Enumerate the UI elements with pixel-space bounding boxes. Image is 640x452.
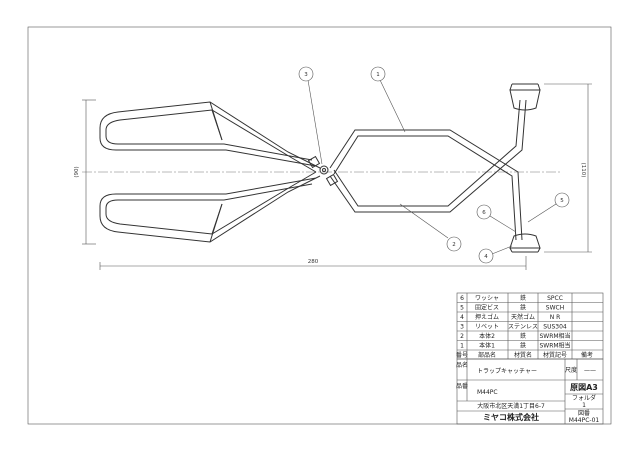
svg-text:鉄: 鉄 [520, 304, 526, 312]
folder-value: 1 [582, 402, 586, 409]
dimension-length: 280 [99, 256, 527, 270]
svg-text:2: 2 [452, 242, 456, 248]
parts-row-4: 4 押えゴム 天然ゴム N R [460, 313, 560, 321]
svg-text:2: 2 [460, 333, 464, 340]
balloon-1: 1 [370, 66, 406, 133]
svg-text:SPCC: SPCC [547, 295, 563, 302]
title-block: 品名 品番 トラップキャッチャー 尺度 —— M44PC 原図A3 大阪市北区天… [456, 358, 604, 425]
scale-label: 尺度 [565, 366, 577, 374]
drawing-frame [27, 26, 612, 425]
parts-row-3: 3 リベット ステンレス SUS304 [460, 324, 567, 331]
parts-row-6: 6 ワッシャ 鉄 SPCC [460, 294, 563, 302]
length-dimension-text: 280 [308, 259, 319, 265]
svg-text:備考: 備考 [581, 351, 593, 359]
svg-text:押えゴム: 押えゴム [475, 313, 499, 321]
svg-text:1: 1 [376, 72, 380, 78]
svg-text:3: 3 [460, 324, 464, 331]
svg-text:天然ゴム: 天然ゴム [511, 313, 535, 321]
sheet-size: 原図A3 [570, 383, 598, 392]
tongs-body [99, 99, 527, 243]
svg-text:リベット: リベット [475, 324, 499, 331]
svg-text:SUS304: SUS304 [543, 324, 567, 331]
svg-text:N R: N R [550, 314, 561, 321]
svg-text:4: 4 [460, 314, 464, 321]
svg-text:3: 3 [304, 72, 308, 78]
scale-value: —— [584, 367, 596, 374]
company-name: ミヤコ株式会社 [483, 412, 539, 422]
svg-text:本体2: 本体2 [479, 332, 495, 340]
dimension-height-left: (90) [74, 99, 96, 245]
parts-header: 番号 部品名 材質名 材質記号 備考 [456, 351, 593, 359]
balloon-4: 4 [478, 245, 513, 264]
right-height-dimension-text: (110) [580, 163, 586, 178]
svg-text:本体1: 本体1 [479, 342, 495, 350]
svg-text:鉄: 鉄 [520, 332, 526, 340]
folder-label: フォルダ [572, 394, 596, 402]
svg-text:5: 5 [560, 198, 564, 204]
svg-text:6: 6 [482, 210, 486, 216]
svg-text:固定ビス: 固定ビス [475, 304, 499, 312]
name-label: 品名 [456, 361, 468, 369]
svg-text:ステンレス: ステンレス [508, 324, 538, 331]
file-value: M44PC-01 [569, 417, 600, 424]
company-address: 大阪市北区天満1丁目6-7 [477, 402, 545, 410]
rubber-cap-bottom [509, 233, 541, 253]
svg-text:6: 6 [460, 295, 464, 302]
rubber-cap-top [509, 83, 541, 111]
svg-text:SWCH: SWCH [546, 305, 564, 312]
svg-text:鉄: 鉄 [520, 294, 526, 302]
product-name: トラップキャッチャー [477, 368, 537, 375]
product-number: M44PC [477, 389, 498, 396]
balloon-3: 3 [298, 66, 323, 165]
balloon-2: 2 [399, 203, 462, 252]
number-label: 品番 [456, 383, 468, 390]
balloon-6: 6 [476, 204, 517, 233]
svg-text:部品名: 部品名 [478, 351, 496, 359]
parts-row-1: 1 本体1 鉄 SWRM相当 [460, 342, 570, 350]
svg-text:SWRM相当: SWRM相当 [539, 332, 570, 340]
balloon-5: 5 [527, 192, 570, 223]
svg-text:材質名: 材質名 [514, 351, 532, 359]
dimension-height-right: (110) [544, 83, 592, 253]
svg-text:材質記号: 材質記号 [543, 351, 567, 359]
svg-text:ワッシャ: ワッシャ [475, 295, 499, 302]
parts-row-2: 2 本体2 鉄 SWRM相当 [460, 332, 570, 340]
file-label: 図番 [578, 410, 590, 417]
svg-text:鉄: 鉄 [520, 342, 526, 350]
parts-row-5: 5 固定ビス 鉄 SWCH [460, 304, 564, 312]
svg-text:4: 4 [484, 254, 488, 260]
left-height-dimension-text: (90) [74, 166, 80, 177]
svg-text:5: 5 [460, 305, 464, 312]
svg-text:SWRM相当: SWRM相当 [539, 342, 570, 350]
svg-text:1: 1 [460, 343, 464, 350]
svg-text:番号: 番号 [456, 352, 468, 359]
